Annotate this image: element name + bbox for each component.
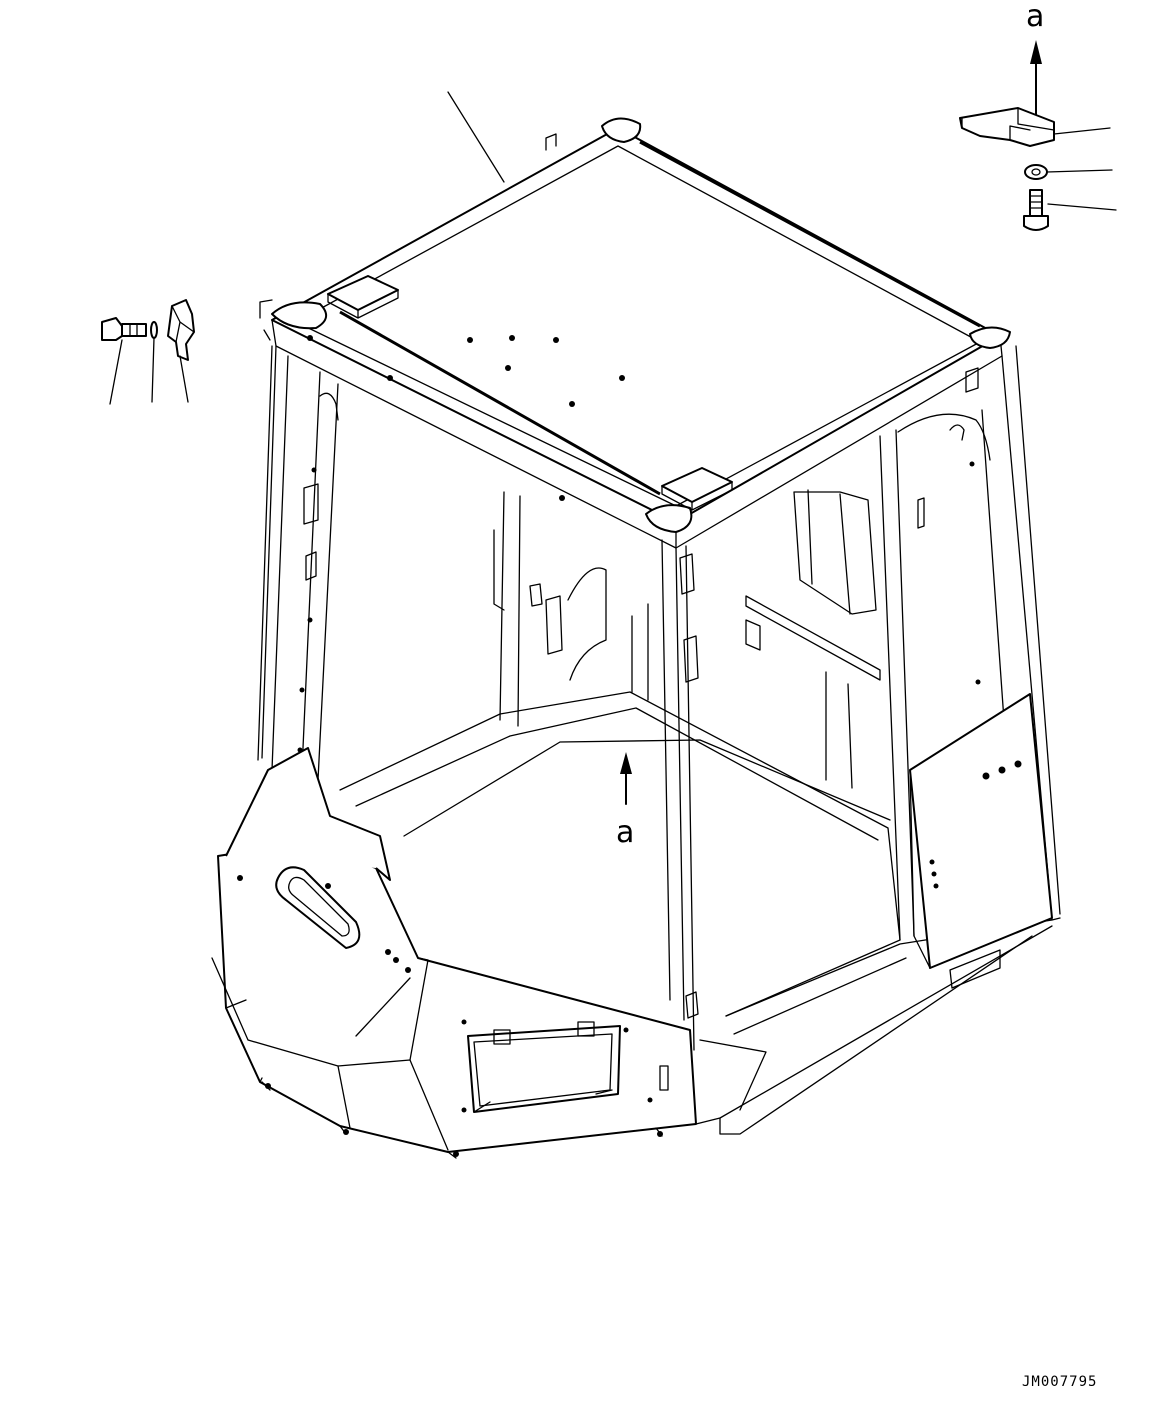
front-lower-body: [211, 747, 697, 1159]
washer-part: [1024, 164, 1048, 180]
floor-rails: [695, 925, 1053, 1135]
cab-frame-walls: [257, 345, 1061, 1051]
detail-a-parts: a: [959, 0, 1117, 231]
bracket-part-left: [167, 299, 195, 361]
bolt-part-left: [101, 317, 147, 341]
view-arrow-a-inner: a: [616, 752, 634, 850]
leader-lines-left: [109, 337, 189, 405]
view-arrow-a-top: [1030, 40, 1042, 123]
leader-lines-detail-a: [1046, 127, 1117, 211]
leader-lines-main: [355, 91, 505, 1037]
drawing-code: JM007795: [1022, 1374, 1097, 1390]
left-side-parts: [101, 299, 195, 405]
view-label-a-top: a: [1026, 0, 1044, 34]
bolt-part: [1023, 189, 1049, 231]
washer-part-left: [150, 321, 158, 339]
cab-roof: [259, 117, 1011, 549]
bracket-part: [959, 107, 1055, 147]
view-label-a-inner: a: [616, 815, 634, 850]
